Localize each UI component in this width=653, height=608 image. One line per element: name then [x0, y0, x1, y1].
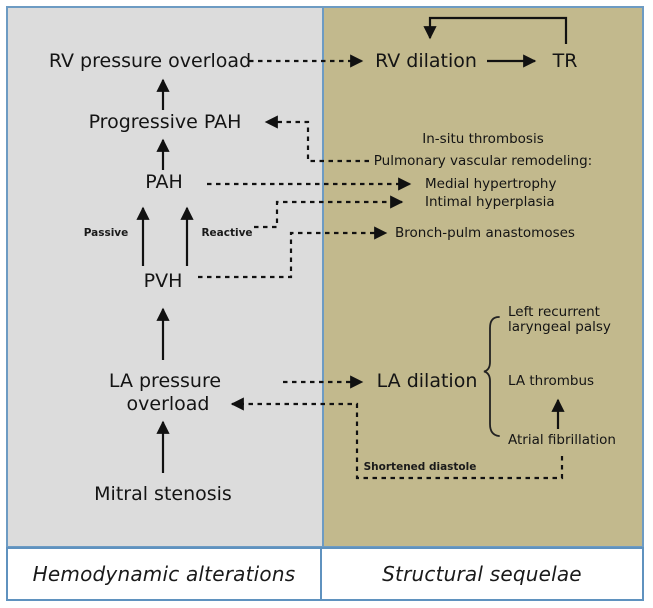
label-reactive: Reactive	[201, 227, 253, 239]
label-bronch-pulm-anastomoses: Bronch-pulm anastomoses	[395, 225, 575, 241]
label-passive: Passive	[83, 227, 129, 239]
footer-structural-label: Structural sequelae	[382, 562, 582, 586]
node-la-pressure-line1: LA pressure	[108, 370, 222, 392]
node-pvh: PVH	[143, 270, 183, 292]
label-shortened-diastole: Shortened diastole	[363, 461, 477, 473]
node-la-dilation: LA dilation	[376, 370, 478, 392]
node-rv-dilation: RV dilation	[375, 50, 477, 72]
label-left-recurrent-line1: Left recurrent	[508, 304, 600, 320]
node-mitral-stenosis: Mitral stenosis	[94, 483, 232, 505]
label-left-recurrent-line2: laryngeal palsy	[508, 319, 611, 335]
label-medial-hypertrophy: Medial hypertrophy	[425, 176, 557, 192]
footer-hemodynamic-label: Hemodynamic alterations	[32, 562, 296, 586]
label-intimal-hyperplasia: Intimal hyperplasia	[425, 194, 555, 210]
label-pulmonary-vascular-remodeling: Pulmonary vascular remodeling:	[373, 153, 593, 169]
node-la-pressure-line2: overload	[126, 393, 210, 415]
label-la-thrombus: LA thrombus	[508, 373, 595, 389]
footer-structural-sequelae: Structural sequelae	[320, 547, 644, 601]
label-atrial-fibrillation: Atrial fibrillation	[508, 432, 616, 448]
diagram-frame	[6, 6, 644, 548]
label-in-situ-thrombosis: In-situ thrombosis	[422, 131, 544, 147]
node-pah: PAH	[145, 171, 183, 193]
node-progressive-pah: Progressive PAH	[88, 111, 242, 133]
node-tr: TR	[552, 50, 578, 72]
footer-hemodynamic-alterations: Hemodynamic alterations	[6, 547, 322, 601]
node-rv-pressure-overload: RV pressure overload	[48, 50, 252, 72]
